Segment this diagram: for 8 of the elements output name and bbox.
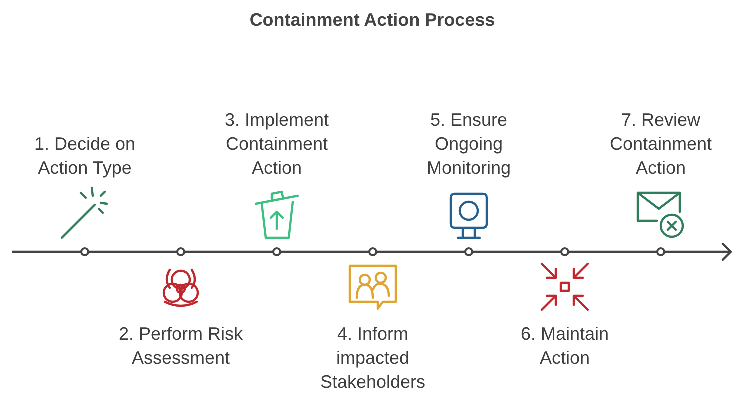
step-label: 6. Maintain Action [520, 323, 610, 370]
diagram-title: Containment Action Process [248, 10, 496, 31]
step-label: 4. Inform impacted Stakeholders [319, 323, 427, 394]
step-label: 5. Ensure Ongoing Monitoring [426, 109, 512, 180]
step-label: 3. Implement Containment Action [224, 109, 330, 180]
step-label: 7. Review Containment Action [608, 109, 714, 180]
step-label: 2. Perform Risk Assessment [118, 323, 244, 370]
step-label: 1. Decide on Action Type [33, 133, 137, 180]
